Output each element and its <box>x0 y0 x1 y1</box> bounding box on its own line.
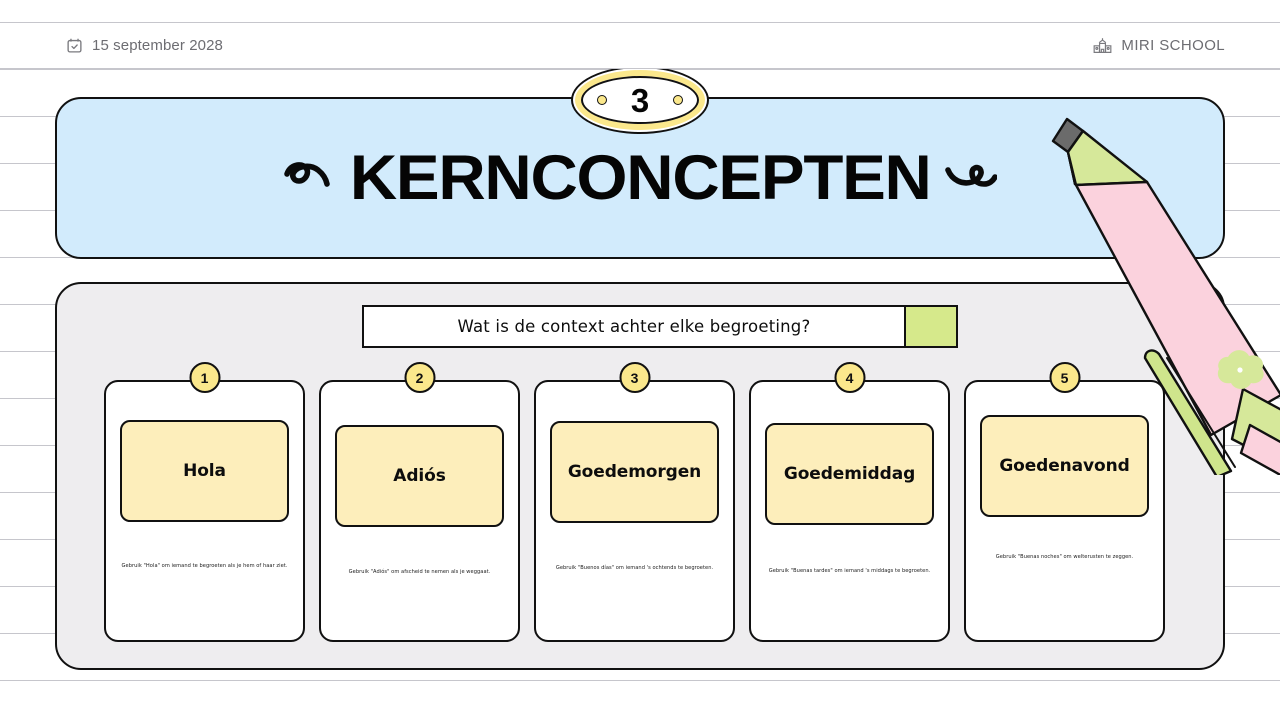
card-description: Gebruik "Hola" om iemand te begroeten al… <box>121 563 288 569</box>
page-title: KERNCONCEPTEN <box>349 143 932 213</box>
card-number-badge: 2 <box>404 362 435 393</box>
card-description: Gebruik "Buenos días" om iemand 's ochte… <box>555 565 714 571</box>
badge-dot-right-icon <box>673 95 683 105</box>
card-number-badge: 1 <box>189 362 220 393</box>
card-term-label: Goedemiddag <box>783 463 916 484</box>
card-term-label: Adiós <box>393 465 446 486</box>
card-term-box: Goedemiddag <box>765 423 934 525</box>
step-number-badge: 3 <box>571 66 709 134</box>
badge-gold-ring <box>575 70 705 130</box>
question-label: Wat is de context achter elke begroeting… <box>457 316 811 336</box>
concept-card[interactable]: 5 Goedenavond Gebruik "Buenas noches" om… <box>964 362 1165 642</box>
swirl-flourish-left-icon <box>283 154 335 203</box>
concept-card[interactable]: 1 Hola Gebruik "Hola" om iemand te begro… <box>104 362 305 642</box>
card-term-box: Adiós <box>335 425 504 527</box>
card-description: Gebruik "Buenas tardes" om iemand 's mid… <box>768 568 931 574</box>
card-term-box: Goedemorgen <box>550 421 719 523</box>
swirl-flourish-right-icon <box>945 154 999 203</box>
card-number-badge: 3 <box>619 362 650 393</box>
concept-cards-row: 1 Hola Gebruik "Hola" om iemand te begro… <box>104 362 1177 642</box>
card-description: Gebruik "Buenas noches" om welterusten t… <box>995 554 1134 560</box>
concept-card[interactable]: 4 Goedemiddag Gebruik "Buenas tardes" om… <box>749 362 950 642</box>
badge-dot-left-icon <box>597 95 607 105</box>
card-number-badge: 5 <box>1049 362 1080 393</box>
concept-card[interactable]: 2 Adiós Gebruik "Adiós" om afscheid te n… <box>319 362 520 642</box>
question-accent-block <box>904 307 956 346</box>
card-term-label: Hola <box>183 460 226 481</box>
school-label: MIRI SCHOOL <box>1121 37 1225 54</box>
step-number-label: 3 <box>630 81 650 119</box>
card-term-box: Hola <box>120 420 289 522</box>
card-number-badge: 4 <box>834 362 865 393</box>
calendar-check-icon <box>66 37 83 54</box>
card-description: Gebruik "Adiós" om afscheid te nemen als… <box>348 569 491 575</box>
date-label: 15 september 2028 <box>92 37 223 54</box>
concept-card[interactable]: 3 Goedemorgen Gebruik "Buenos días" om i… <box>534 362 735 642</box>
school-building-icon <box>1093 37 1112 54</box>
page-header: 15 september 2028 MIRI SCHOOL <box>0 22 1280 69</box>
card-term-label: Goedenavond <box>999 455 1130 476</box>
question-bar: Wat is de context achter elke begroeting… <box>362 305 958 348</box>
card-term-label: Goedemorgen <box>567 461 702 482</box>
card-term-box: Goedenavond <box>980 415 1149 517</box>
school-group: MIRI SCHOOL <box>1093 37 1225 54</box>
date-group: 15 september 2028 <box>66 37 223 54</box>
